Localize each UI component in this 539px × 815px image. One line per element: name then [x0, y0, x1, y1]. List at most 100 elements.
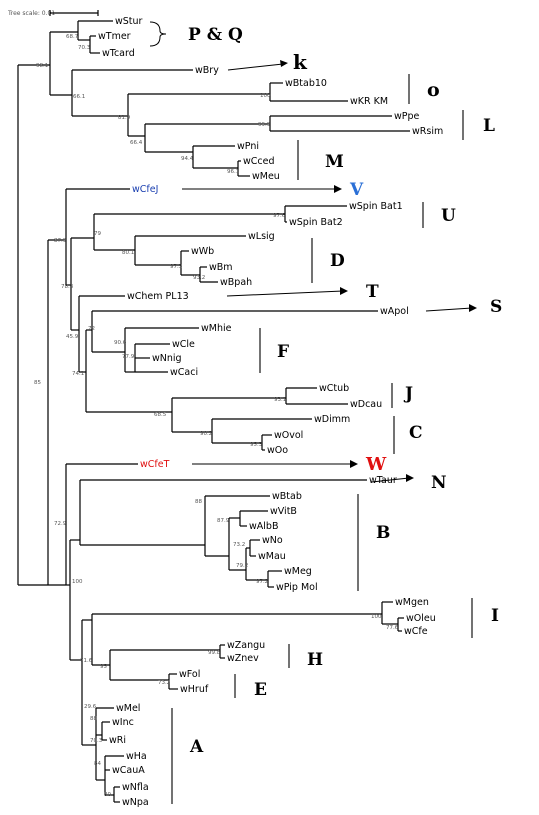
leaf-wMgen: wMgen [395, 597, 429, 608]
leaf-wChemPL13: wChem PL13 [127, 291, 189, 302]
leaf-wCauA: wCauA [112, 765, 145, 776]
T-arrow [226, 290, 344, 297]
k-arrowhead [280, 60, 288, 67]
bootstrap-value: 98.1 [36, 63, 48, 69]
bootstrap-value: 94.4 [181, 156, 194, 162]
leaf-wMel: wMel [116, 703, 140, 714]
clade-label-W: W [365, 454, 387, 475]
leaf-wNpa: wNpa [122, 797, 149, 808]
bootstrap-value: 70.3 [90, 738, 103, 744]
bootstrap-value: 87.9 [54, 238, 67, 244]
bootstrap-value: 95 [100, 664, 107, 670]
bootstrap-value: 90.2 [200, 431, 212, 437]
leaf-wNfla: wNfla [122, 782, 149, 793]
bootstrap-value: 100 [72, 579, 83, 585]
leaf-wCfeT: wCfeT [140, 459, 170, 470]
leaf-wHa: wHa [126, 751, 147, 762]
bootstrap-value: 99.9 [258, 122, 271, 128]
bootstrap-value: 80 [104, 792, 111, 798]
leaf-wTcard: wTcard [102, 48, 135, 59]
leaf-wCfe: wCfe [404, 626, 428, 637]
bootstrap-value: 68.7 [66, 34, 79, 40]
leaf-wMeu: wMeu [252, 171, 280, 182]
leaf-wSpinBat2: wSpin Bat2 [289, 217, 343, 228]
clade-label-M: M [325, 152, 344, 172]
leaf-wBm: wBm [209, 262, 233, 273]
bootstrap-value: 93.1 [274, 397, 286, 403]
leaf-wBtab10: wBtab10 [285, 78, 327, 89]
bootstrap-value: 45.9 [66, 334, 79, 340]
pq-brace [149, 21, 167, 47]
bootstrap-value: 66.1 [73, 94, 85, 100]
leaf-wInc: wInc [112, 717, 134, 728]
leaf-wOvol: wOvol [274, 430, 303, 441]
leaf-wVitB: wVitB [270, 506, 297, 517]
leaf-wLsig: wLsig [248, 231, 275, 242]
leaf-wZnev: wZnev [227, 653, 259, 664]
clade-label-B: B [376, 523, 390, 543]
bootstrap-value: 79 [94, 231, 101, 237]
leaf-wCaci: wCaci [170, 367, 198, 378]
bootstrap-value: 77.9 [122, 354, 135, 360]
bootstrap-value: 95.3 [250, 442, 263, 448]
bootstrap-values: 98.1 68.7 70.3 66.1 81.9 100 99.9 66.4 9… [34, 34, 399, 798]
clade-label-V: V [349, 180, 364, 200]
leaf-wKRKM: wKR KM [350, 96, 388, 107]
bootstrap-value: 99.8 [208, 650, 221, 656]
N-arrow [371, 477, 410, 483]
leaf-wMau: wMau [258, 551, 286, 562]
bootstrap-value: 80.1 [122, 250, 134, 256]
N-arrowhead [406, 474, 414, 482]
leaf-wCfeJ: wCfeJ [132, 184, 158, 195]
clade-label-U: U [441, 206, 456, 226]
clade-label-I: I [491, 606, 499, 626]
bootstrap-value: 97.3 [170, 264, 183, 270]
leaf-labels: wStur wTmer wTcard wBry wBtab10 wKR KM w… [98, 16, 443, 808]
clade-markers [149, 21, 477, 804]
S-arrowhead [469, 304, 477, 312]
bootstrap-value: 100 [371, 614, 382, 620]
bootstrap-value: 70.3 [78, 45, 91, 51]
clade-label-L: L [483, 116, 495, 136]
S-arrow [425, 307, 473, 312]
bootstrap-value: 81.9 [118, 115, 131, 121]
bootstrap-value: 78.3 [61, 284, 74, 290]
clade-label-E: E [254, 680, 267, 700]
leaf-wNo: wNo [262, 535, 283, 546]
bootstrap-value: 87.9 [217, 518, 230, 524]
leaf-wCtub: wCtub [319, 383, 349, 394]
leaf-wWb: wWb [191, 246, 214, 257]
clade-label-N: N [431, 473, 447, 493]
leaf-wTmer: wTmer [98, 31, 131, 42]
leaf-wBry: wBry [195, 65, 219, 76]
tree-scale-label: Tree scale: 0.01 [7, 10, 55, 17]
leaf-wMhie: wMhie [201, 323, 232, 334]
leaf-wStur: wStur [115, 16, 143, 27]
bootstrap-value: 90.6 [114, 340, 127, 346]
leaf-wHruf: wHruf [180, 684, 209, 695]
leaf-wOo: wOo [267, 445, 288, 456]
leaf-wRi: wRi [109, 735, 126, 746]
clade-label-F: F [277, 342, 289, 362]
clade-label-PQ: P & Q [188, 25, 243, 45]
leaf-wDimm: wDimm [314, 414, 350, 425]
leaf-wSpinBat1: wSpin Bat1 [349, 201, 403, 212]
leaf-wNnig: wNnig [152, 353, 182, 364]
bootstrap-value: 88 [195, 499, 202, 505]
leaf-wCle: wCle [172, 339, 195, 350]
bootstrap-value: 66.4 [130, 140, 143, 146]
leaf-wCced: wCced [243, 156, 275, 167]
bootstrap-value: 93.2 [193, 275, 205, 281]
bootstrap-value: 88 [90, 716, 97, 722]
bootstrap-value: 29.6 [84, 704, 97, 710]
T-arrowhead [340, 287, 348, 295]
leaf-wMeg: wMeg [284, 566, 312, 577]
leaf-wRsim: wRsim [412, 126, 443, 137]
clade-label-J: J [403, 384, 413, 404]
leaf-wApol: wApol [380, 306, 409, 317]
bootstrap-value: 71.6 [80, 658, 93, 664]
leaf-wPpe: wPpe [394, 111, 420, 122]
bootstrap-value: 73.2 [233, 542, 245, 548]
leaf-wBtab: wBtab [272, 491, 302, 502]
bootstrap-value: 73.2 [158, 680, 170, 686]
